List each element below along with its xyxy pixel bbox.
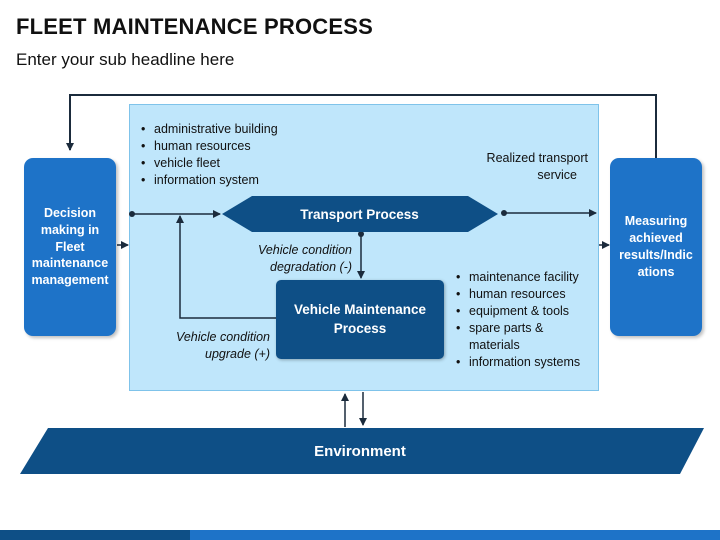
environment-shape — [20, 428, 704, 474]
feedback-loop-line — [66, 94, 657, 158]
degradation-line-1: Vehicle condition — [257, 243, 352, 257]
realized-line-2: service — [537, 168, 577, 182]
list-item: vehicle fleet — [138, 155, 278, 172]
degradation-line-2: degradation (-) — [270, 260, 352, 274]
list-item: information systems — [453, 354, 580, 371]
list-item: administrative building — [138, 121, 278, 138]
upgrade-line-1: Vehicle condition — [175, 330, 270, 344]
list-item: human resources — [453, 286, 580, 303]
transport-process-shape — [222, 196, 498, 232]
list-item: equipment & tools — [453, 303, 580, 320]
upgrade-loop-arrow — [176, 215, 276, 319]
realized-line-1: Realized transport — [486, 151, 588, 165]
measuring-results-box: Measuring achieved results/Indic ations — [610, 158, 702, 336]
page-title: FLEET MAINTENANCE PROCESS — [16, 14, 374, 39]
list-item: spare parts & — [453, 320, 580, 337]
list-item: human resources — [138, 138, 278, 155]
page-subtitle: Enter your sub headline here — [16, 50, 235, 69]
resources-list-top: administrative building human resources … — [138, 121, 278, 189]
transport-process-label: Transport Process — [300, 206, 419, 222]
resources-list-right: maintenance facility human resources equ… — [453, 269, 580, 371]
vmp-line-2: Process — [333, 320, 387, 336]
list-item: information system — [138, 172, 278, 189]
list-item-continuation: materials — [469, 338, 520, 352]
decision-making-box: Decision making in Fleet maintenance man… — [24, 158, 116, 336]
upgrade-line-2: upgrade (+) — [205, 347, 270, 361]
environment-label: Environment — [314, 442, 406, 460]
upgrade-label: Vehicle condition upgrade (+) — [150, 329, 270, 363]
list-item: maintenance facility — [453, 269, 580, 286]
degradation-label: Vehicle condition degradation (-) — [232, 242, 352, 276]
vehicle-maintenance-process-box: Vehicle Maintenance Process — [276, 280, 444, 359]
realized-service-label: Realized transport service — [478, 150, 588, 184]
vmp-line-1: Vehicle Maintenance — [293, 302, 427, 318]
